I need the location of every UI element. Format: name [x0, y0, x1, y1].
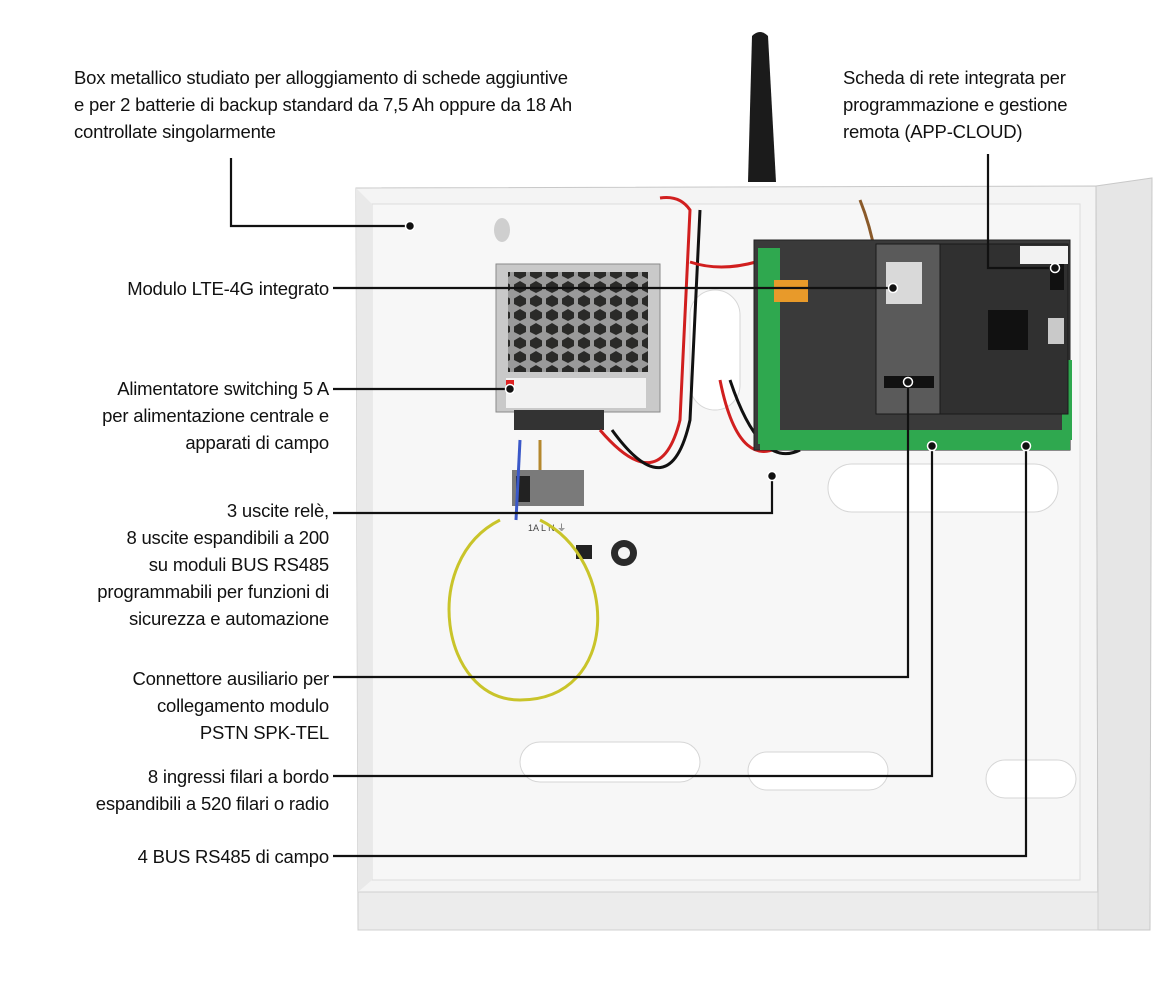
dot-box — [404, 220, 416, 232]
leader-box — [229, 158, 410, 228]
lte-antenna — [748, 32, 776, 182]
leader-bus — [333, 446, 1028, 858]
dot-psu — [504, 383, 516, 395]
callout-network: Scheda di rete integrata per programmazi… — [843, 67, 1068, 142]
dot-network — [1049, 262, 1061, 274]
leader-network — [986, 154, 1055, 270]
leader-dots — [404, 220, 1061, 482]
control-board — [753, 239, 1072, 451]
callout-psu: Alimentatore switching 5 A per alimentaz… — [102, 378, 329, 453]
callout-aux: Connettore ausiliario per collegamento m… — [132, 668, 329, 743]
dot-aux — [902, 376, 914, 388]
leader-relay — [333, 476, 774, 515]
callout-lte: Modulo LTE-4G integrato — [127, 278, 329, 299]
callout-relay: 3 uscite relè, 8 uscite espandibili a 20… — [97, 500, 329, 629]
leader-lines — [229, 154, 1055, 858]
mains-terminal-block: 1A L N ⏚ — [512, 470, 584, 533]
callout-bus: 4 BUS RS485 di campo — [137, 846, 330, 867]
dot-lte — [887, 282, 899, 294]
leader-inputs — [333, 446, 934, 778]
dot-inputs — [926, 440, 938, 452]
terminal-marks: 1A L N ⏚ — [528, 523, 566, 533]
leader-aux — [333, 382, 910, 679]
callout-box: Box metallico studiato per alloggiamento… — [74, 67, 572, 142]
dot-relay — [766, 470, 778, 482]
dot-bus — [1020, 440, 1032, 452]
callout-inputs: 8 ingressi filari a bordo espandibili a … — [95, 766, 329, 814]
